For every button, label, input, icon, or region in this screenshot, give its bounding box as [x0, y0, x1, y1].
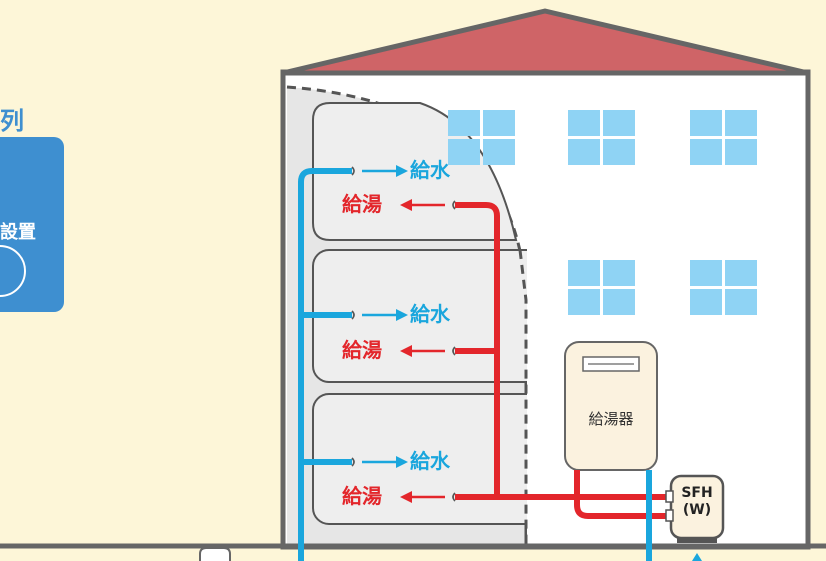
- cutaway-dash-line-lower: [518, 249, 528, 545]
- card-text: 設置: [0, 222, 36, 243]
- sfh-label-line1: SFH: [681, 485, 713, 501]
- window: [690, 260, 757, 315]
- hot-pipe-caps: [452, 200, 456, 502]
- water-heater-label: 給湯器: [588, 410, 634, 428]
- sfh-drain-arrow: [692, 553, 702, 561]
- window: [690, 110, 757, 165]
- panel-heading: 列: [0, 107, 24, 135]
- card-circle: [0, 245, 26, 297]
- cold-water-label-floor-2: 給水: [410, 302, 450, 326]
- hot-water-label-floor-1: 給湯: [342, 484, 382, 508]
- roof: [280, 8, 811, 76]
- sfh-label-line2: (W): [682, 502, 712, 518]
- hot-arrows: [400, 199, 445, 503]
- hot-water-label-floor-2: 給湯: [342, 338, 382, 362]
- cold-water-label-floor-3: 給水: [410, 158, 450, 182]
- window: [448, 110, 515, 165]
- cold-water-label-floor-1: 給水: [410, 449, 450, 473]
- info-card: [0, 137, 64, 312]
- window: [568, 260, 635, 315]
- sfh-label: SFH (W): [671, 485, 723, 519]
- sfh-base: [677, 537, 717, 543]
- sfh-port-upper: [665, 490, 674, 503]
- hot-water-label-floor-3: 給湯: [342, 192, 382, 216]
- wall-mask: [527, 248, 557, 546]
- windows: [448, 110, 757, 315]
- sfh-port-lower: [665, 509, 674, 522]
- heater-hot-return: [574, 470, 668, 519]
- cold-arrows: [362, 165, 408, 468]
- water-heater-body: [564, 341, 658, 471]
- cold-pipe-caps: [351, 166, 355, 467]
- cold-water-riser: [298, 168, 352, 561]
- ground-marker: [199, 547, 231, 561]
- window: [568, 110, 635, 165]
- hot-water-riser: [455, 202, 500, 497]
